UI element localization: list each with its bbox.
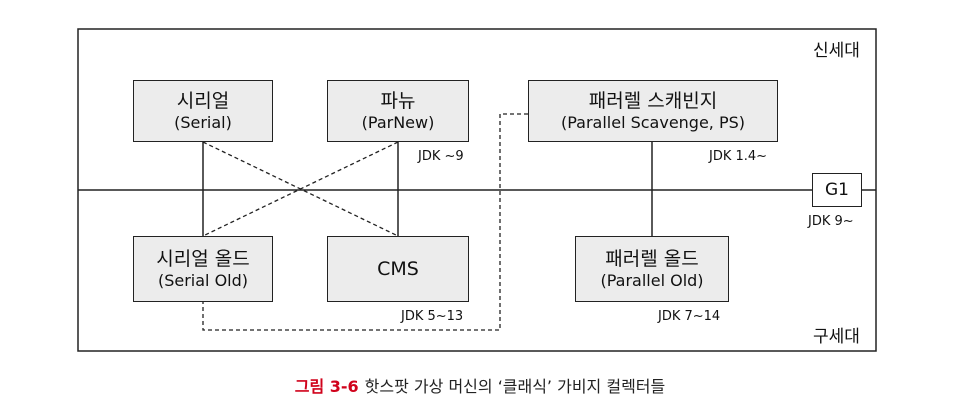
parallel-scavenge-name-en: (Parallel Scavenge, PS) bbox=[560, 112, 746, 132]
parnew-collector-box: 파뉴 (ParNew) bbox=[327, 80, 469, 142]
parallel-scavenge-collector-box: 패러렐 스캐빈지 (Parallel Scavenge, PS) bbox=[528, 80, 778, 142]
caption-text: 핫스팟 가상 머신의 ‘클래식’ 가비지 컬렉터들 bbox=[364, 377, 666, 396]
parnew-to-serial-old-dashed bbox=[202, 141, 399, 237]
serial-old-name-en: (Serial Old) bbox=[157, 270, 249, 290]
g1-collector-box: G1 bbox=[812, 173, 862, 207]
serial-collector-box: 시리얼 (Serial) bbox=[133, 80, 273, 142]
serial-name-en: (Serial) bbox=[174, 112, 232, 132]
parallel-old-name-ko: 패러렐 올드 bbox=[605, 248, 699, 270]
g1-name: G1 bbox=[825, 179, 849, 200]
old-generation-label: 구세대 bbox=[813, 327, 860, 347]
cms-name: CMS bbox=[377, 257, 419, 280]
parallel-old-collector-box: 패러렐 올드 (Parallel Old) bbox=[575, 236, 729, 302]
parallel-old-name-en: (Parallel Old) bbox=[600, 270, 704, 290]
parallel-scavenge-name-ko: 패러렐 스캐빈지 bbox=[588, 90, 718, 112]
serial-old-name-ko: 시리얼 올드 bbox=[156, 248, 250, 270]
cms-collector-box: CMS bbox=[327, 236, 469, 302]
serial-old-collector-box: 시리얼 올드 (Serial Old) bbox=[133, 236, 273, 302]
young-generation-label: 신세대 bbox=[813, 41, 860, 61]
cms-jdk-label: JDK 5~13 bbox=[401, 309, 464, 324]
parallel-scavenge-jdk-label: JDK 1.4~ bbox=[709, 149, 768, 164]
parnew-name-en: (ParNew) bbox=[361, 112, 435, 132]
g1-jdk-label: JDK 9~ bbox=[808, 214, 854, 229]
figure-caption: 그림 3-6 핫스팟 가상 머신의 ‘클래식’ 가비지 컬렉터들 bbox=[0, 373, 960, 397]
parallel-old-jdk-label: JDK 7~14 bbox=[658, 309, 721, 324]
parnew-jdk-label: JDK ~9 bbox=[418, 149, 464, 164]
figure-number: 그림 3-6 bbox=[294, 377, 359, 396]
parnew-name-ko: 파뉴 bbox=[380, 90, 416, 112]
serial-name-ko: 시리얼 bbox=[176, 90, 230, 112]
